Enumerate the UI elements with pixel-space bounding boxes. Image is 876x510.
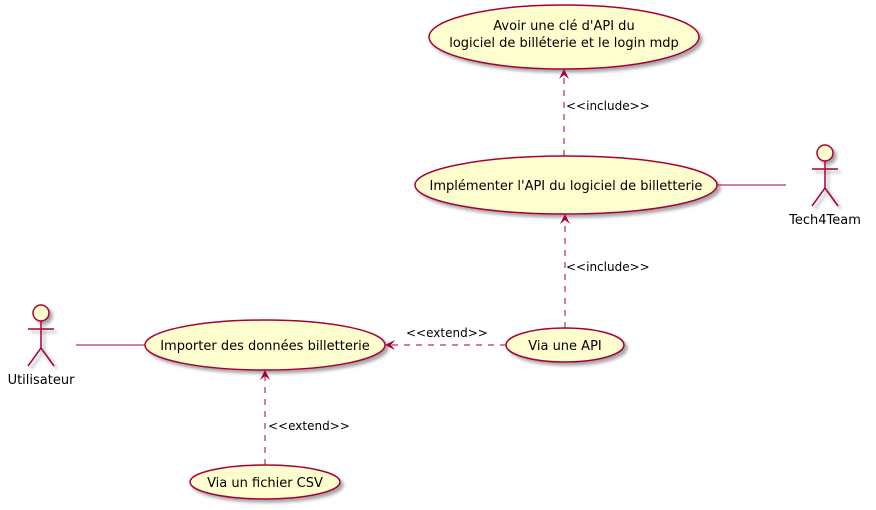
usecase-implementer-api-label: Implémenter l'API du logiciel de billett…: [430, 179, 703, 194]
usecase-via-api: Via une API: [505, 327, 625, 363]
include-label-mid: <<include>>: [566, 260, 650, 274]
extend-label-api: <<extend>>: [406, 326, 488, 340]
usecase-via-api-label: Via une API: [528, 339, 602, 354]
actor-tech4team-label: Tech4Team: [788, 213, 861, 228]
include-label-top: <<include>>: [566, 99, 650, 113]
usecase-importer: Importer des données billetterie: [144, 319, 386, 371]
usecase-via-csv-label: Via un fichier CSV: [207, 476, 323, 491]
usecase-cle-api-line1: Avoir une clé d'API du: [493, 19, 634, 34]
usecase-cle-api-line2: logiciel de billéterie et le login mdp: [449, 36, 679, 51]
usecase-importer-label: Importer des données billetterie: [160, 339, 370, 354]
usecase-cle-api: Avoir une clé d'API du logiciel de billé…: [428, 4, 700, 70]
actor-utilisateur-label: Utilisateur: [8, 373, 76, 388]
actor-tech4team: [811, 144, 839, 207]
extend-label-csv: <<extend>>: [268, 419, 350, 433]
usecase-via-csv: Via un fichier CSV: [189, 464, 341, 500]
usecase-implementer-api: Implémenter l'API du logiciel de billett…: [414, 155, 718, 215]
actor-utilisateur: [27, 304, 55, 367]
